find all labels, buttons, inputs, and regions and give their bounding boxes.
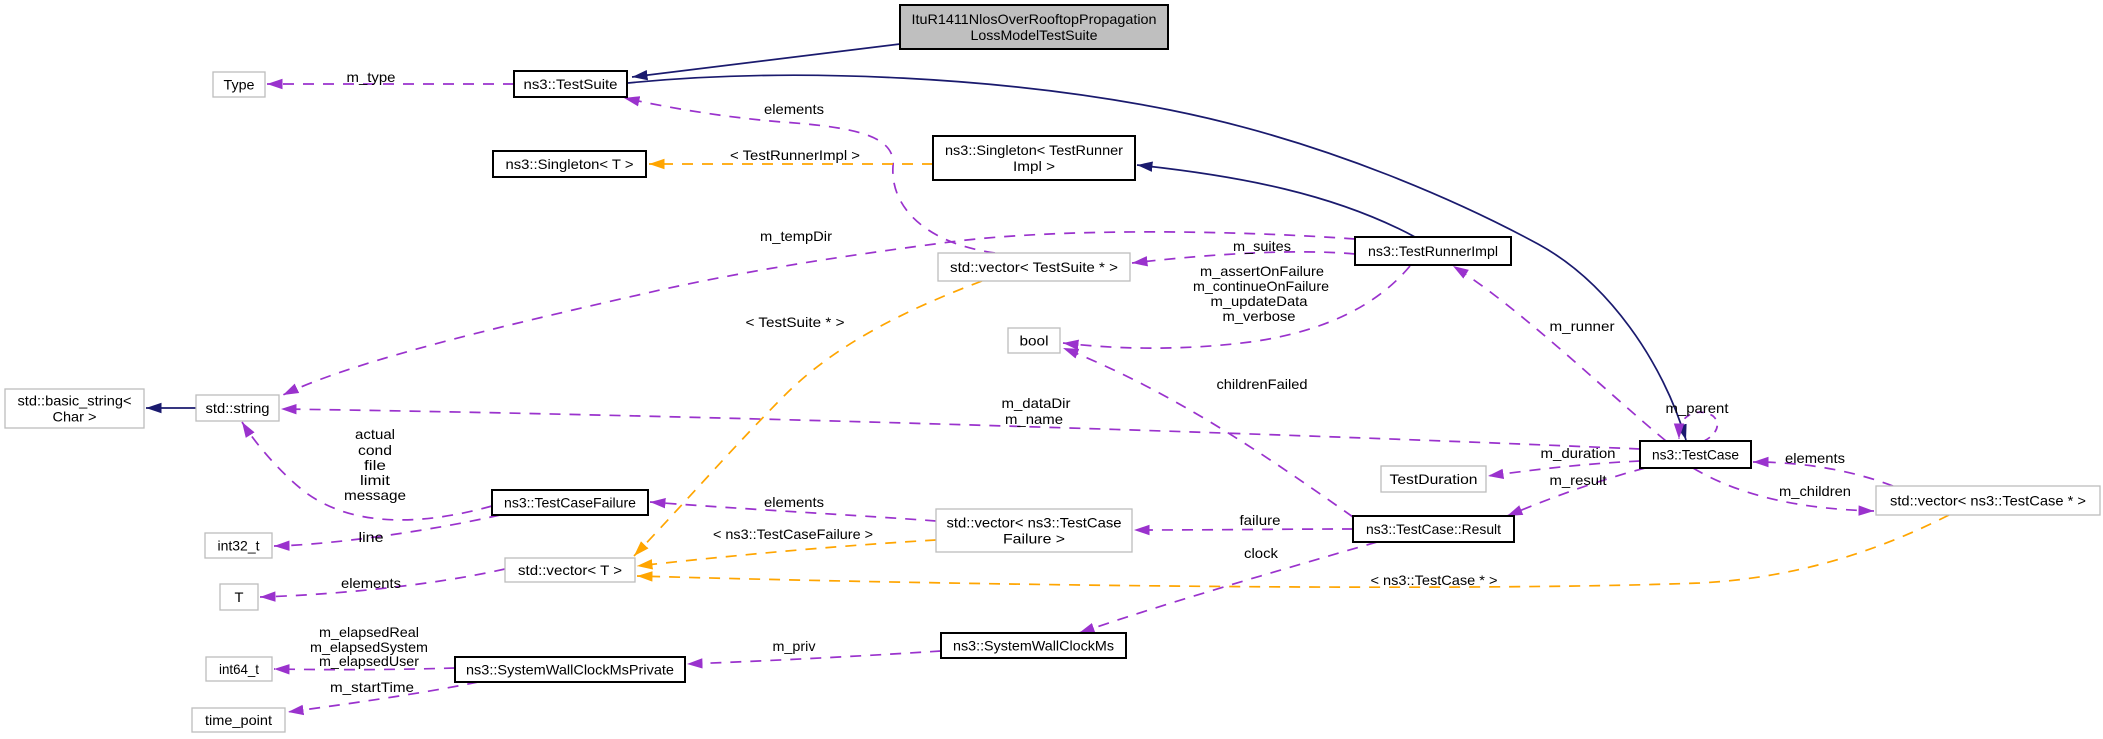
svg-text:childrenFailed: childrenFailed (1217, 376, 1308, 392)
svg-text:m_type: m_type (347, 69, 396, 85)
svg-text:ns3::TestCaseFailure: ns3::TestCaseFailure (504, 495, 636, 511)
svg-text:elements: elements (764, 101, 824, 117)
svg-text:m_runner: m_runner (1550, 318, 1615, 334)
svg-text:ns3::SystemWallClockMs: ns3::SystemWallClockMs (953, 638, 1114, 654)
svg-text:file: file (364, 457, 386, 473)
svg-text:m_priv: m_priv (773, 638, 816, 654)
svg-text:int64_t: int64_t (219, 661, 259, 677)
svg-text:message: message (344, 487, 406, 503)
svg-text:m_duration: m_duration (1541, 445, 1616, 461)
svg-text:T: T (235, 589, 244, 605)
svg-text:std::vector< TestSuite * >: std::vector< TestSuite * > (950, 259, 1118, 275)
svg-text:cond: cond (358, 442, 392, 458)
svg-text:bool: bool (1020, 333, 1049, 349)
svg-text:m_suites: m_suites (1233, 238, 1291, 254)
svg-text:m_continueOnFailure: m_continueOnFailure (1193, 278, 1329, 294)
svg-text:std::vector< ns3::TestCase: std::vector< ns3::TestCase (947, 515, 1122, 531)
svg-text:m_verbose: m_verbose (1223, 308, 1296, 324)
svg-text:< TestSuite * >: < TestSuite * > (746, 314, 845, 330)
svg-text:m_result: m_result (1550, 472, 1607, 488)
svg-text:m_assertOnFailure: m_assertOnFailure (1200, 263, 1324, 279)
svg-text:ns3::TestSuite: ns3::TestSuite (524, 76, 618, 92)
svg-text:m_startTime: m_startTime (330, 679, 414, 695)
svg-text:< TestRunnerImpl >: < TestRunnerImpl > (730, 147, 860, 163)
svg-text:ns3::SystemWallClockMsPrivate: ns3::SystemWallClockMsPrivate (466, 662, 674, 678)
svg-text:clock: clock (1244, 545, 1279, 561)
svg-text:Char >: Char > (53, 409, 97, 425)
svg-text:ns3::TestRunnerImpl: ns3::TestRunnerImpl (1368, 243, 1498, 259)
svg-text:m_parent: m_parent (1666, 400, 1729, 416)
svg-text:std::vector< T >: std::vector< T > (518, 562, 622, 578)
svg-text:line: line (359, 529, 384, 545)
svg-text:std::string: std::string (206, 400, 270, 416)
svg-text:ns3::Singleton< TestRunner: ns3::Singleton< TestRunner (945, 142, 1123, 158)
svg-text:Impl >: Impl > (1013, 158, 1055, 174)
svg-text:m_elapsedSystem: m_elapsedSystem (310, 639, 428, 655)
svg-text:ItuR1411NlosOverRooftopPropaga: ItuR1411NlosOverRooftopPropagation (912, 11, 1157, 27)
svg-text:TestDuration: TestDuration (1390, 471, 1478, 487)
svg-text:< ns3::TestCaseFailure >: < ns3::TestCaseFailure > (713, 526, 873, 542)
svg-text:std::basic_string<: std::basic_string< (18, 393, 132, 409)
svg-text:ns3::Singleton< T >: ns3::Singleton< T > (506, 156, 634, 172)
svg-text:int32_t: int32_t (218, 538, 260, 554)
svg-text:< ns3::TestCase * >: < ns3::TestCase * > (1371, 572, 1498, 588)
svg-text:m_elapsedReal: m_elapsedReal (319, 624, 419, 640)
svg-text:ns3::TestCase::Result: ns3::TestCase::Result (1366, 521, 1501, 537)
svg-text:limit: limit (360, 472, 390, 488)
svg-text:ns3::TestCase: ns3::TestCase (1652, 447, 1739, 463)
svg-text:failure: failure (1240, 512, 1281, 528)
svg-text:m_dataDir: m_dataDir (1002, 395, 1071, 411)
svg-text:actual: actual (355, 426, 395, 442)
svg-text:m_updateData: m_updateData (1211, 293, 1308, 309)
svg-text:elements: elements (341, 575, 401, 591)
svg-text:Type: Type (224, 77, 255, 93)
svg-text:LossModelTestSuite: LossModelTestSuite (971, 27, 1098, 43)
svg-text:elements: elements (764, 494, 824, 510)
svg-text:Failure >: Failure > (1003, 531, 1065, 547)
svg-text:m_elapsedUser: m_elapsedUser (319, 653, 419, 669)
svg-text:m_name: m_name (1005, 411, 1063, 427)
svg-text:std::vector< ns3::TestCase * >: std::vector< ns3::TestCase * > (1890, 493, 2086, 509)
svg-text:elements: elements (1785, 450, 1845, 466)
svg-text:time_point: time_point (205, 712, 272, 728)
svg-text:m_tempDir: m_tempDir (760, 228, 832, 244)
svg-text:m_children: m_children (1779, 483, 1851, 499)
